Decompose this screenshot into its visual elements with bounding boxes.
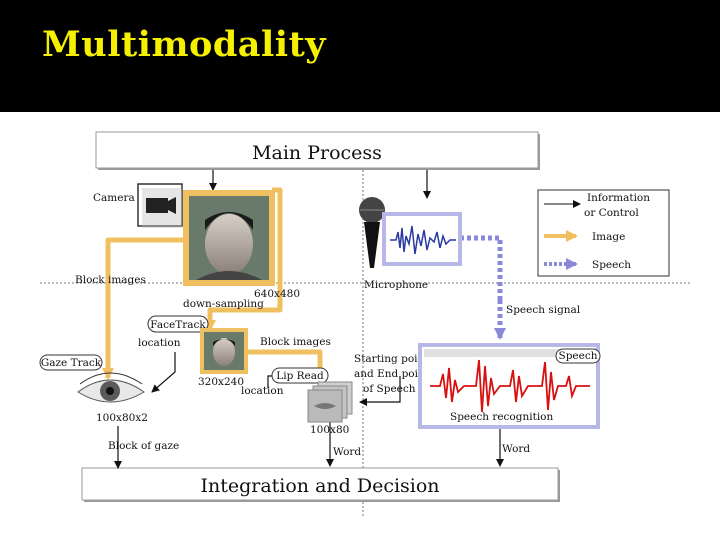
word-label-2: Word <box>502 443 530 455</box>
resolution-100x80x2-label: 100x80x2 <box>96 412 148 424</box>
legend-info-label-1: Information <box>587 192 650 204</box>
lip-read-label: Lip Read <box>276 370 324 382</box>
starting-point-label: Starting point <box>354 353 429 365</box>
facetrack-label: FaceTrack <box>150 319 206 331</box>
speech-tag-node: Speech <box>555 348 601 364</box>
block-images-label-2: Block images <box>260 336 331 348</box>
speech-recognition-label: Speech recognition <box>450 411 553 423</box>
camera-label: Camera <box>93 192 135 204</box>
image-flow-block-images-left <box>105 237 200 360</box>
speech-signal-label: Speech signal <box>506 304 581 316</box>
legend-image-label: Image <box>592 231 625 243</box>
resolution-320-label: 320x240 <box>198 376 244 388</box>
block-of-gaze-label: Block of gaze <box>108 440 179 452</box>
location-label-2: location <box>241 385 284 397</box>
resolution-100x80-label: 100x80 <box>310 424 349 436</box>
speech-flow-path <box>460 235 503 300</box>
block-images-label-1: Block images <box>75 274 146 286</box>
control-arrow-facetrack-gaze <box>151 352 176 393</box>
legend-info-label-2: or Control <box>584 207 639 219</box>
camera-icon <box>137 183 183 228</box>
speech-tag-label: Speech <box>559 350 598 362</box>
microphone-icon <box>359 197 385 268</box>
end-point-label: and End point <box>354 368 430 380</box>
integration-box: Integration and Decision <box>81 467 560 502</box>
face-image-large <box>183 190 275 286</box>
location-label-1: location <box>138 337 181 349</box>
lip-read-node: Lip Read <box>271 367 329 384</box>
facetrack-node: FaceTrack <box>147 315 209 333</box>
main-process-label: Main Process <box>252 142 382 164</box>
legend: Information or Control Image Speech <box>537 189 670 277</box>
down-sampling-label: down-sampling <box>183 298 264 310</box>
main-process-box: Main Process <box>95 131 540 170</box>
speech-waveform-blue <box>382 212 462 266</box>
gaze-track-node: Gaze Track <box>39 354 103 371</box>
eye-image <box>77 372 145 403</box>
multimodality-diagram: Main Process Integration and Decision Ca… <box>39 131 690 518</box>
legend-speech-label: Speech <box>592 259 631 271</box>
gaze-track-label: Gaze Track <box>41 357 102 369</box>
speech-waveform-red <box>430 359 590 413</box>
integration-label: Integration and Decision <box>200 475 439 497</box>
of-speech-label: of Speech <box>363 383 416 395</box>
word-label-1: Word <box>333 446 361 458</box>
microphone-label: Microphone <box>364 279 428 291</box>
slide-header: Multimodality <box>0 0 720 112</box>
face-image-small <box>200 328 248 374</box>
lip-image-stack <box>307 381 353 423</box>
resolution-640-label: 640x480 <box>254 288 300 300</box>
image-flow-downsample <box>207 187 283 326</box>
slide-title: Multimodality <box>42 24 327 65</box>
control-arrow-startend <box>359 376 401 406</box>
